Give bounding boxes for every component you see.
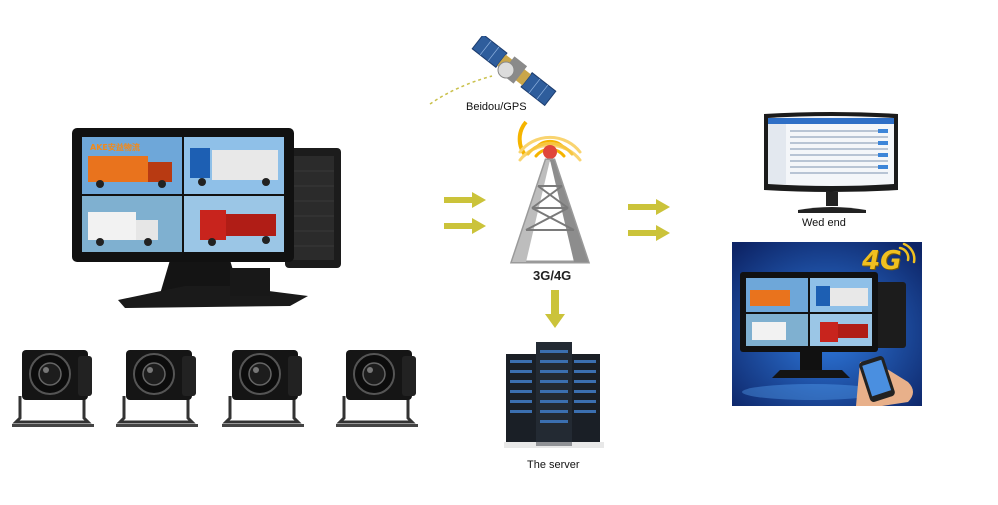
arrow-icon [628, 225, 670, 241]
camera-icon [222, 350, 304, 427]
web-label: Wed end [802, 217, 846, 229]
arrow-icon [545, 290, 565, 328]
arrow-icon [444, 218, 486, 234]
tower-icon [509, 120, 591, 264]
monitor-icon [764, 112, 898, 213]
camera-icon [12, 350, 94, 427]
server-icon [504, 342, 604, 448]
monitor-brand-text: AKE安益物流 [90, 142, 140, 152]
tower-label: 3G/4G [533, 268, 572, 283]
camera-icon [336, 350, 418, 427]
satellite-label: Beidou/GPS [466, 101, 527, 113]
server-label: The server [527, 459, 580, 471]
arrow-icon [444, 192, 486, 208]
satellite-icon [429, 36, 557, 107]
dvr-monitor: AKE安益物流 [72, 128, 341, 308]
mobile-view-panel [732, 242, 922, 406]
arrow-icon [628, 199, 670, 215]
mobile-4g-badge: 4G [862, 246, 902, 276]
camera-icon [116, 350, 198, 427]
